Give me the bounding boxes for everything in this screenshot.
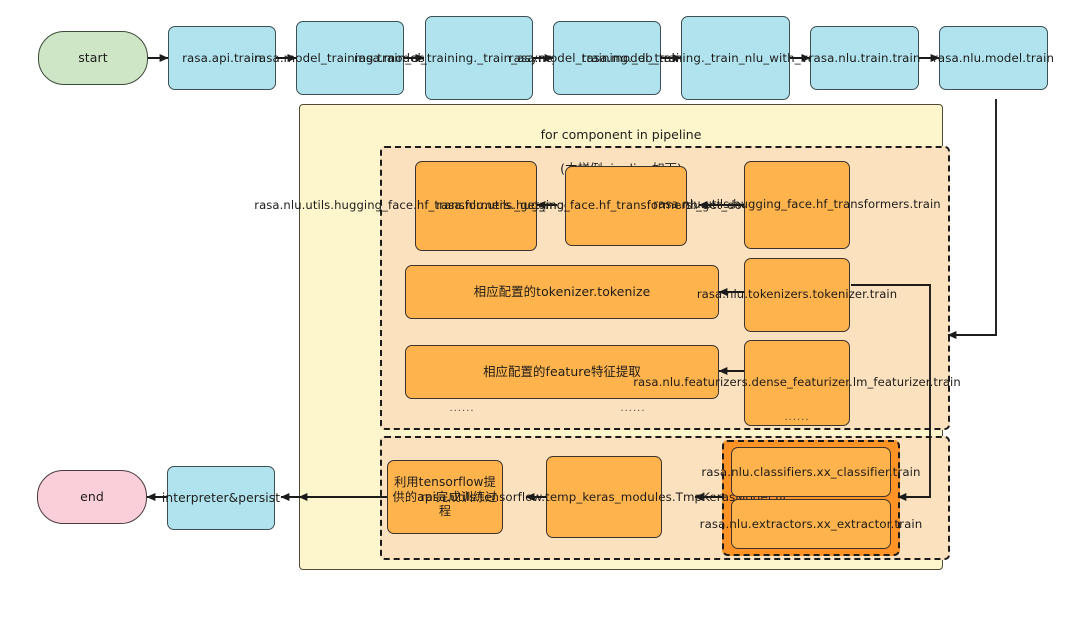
- ellipsis-2: ......: [620, 403, 646, 414]
- node-tokenizer-tokenize[interactable]: 相应配置的tokenizer.tokenize: [405, 265, 719, 319]
- node-start[interactable]: start: [38, 31, 148, 85]
- node-do-training[interactable]: rasa.model_training._do_training: [509, 21, 705, 95]
- ellipsis-1: ......: [449, 403, 475, 414]
- node-interpreter-persist[interactable]: interpreter&persist: [162, 466, 280, 530]
- node-rasa-api-train[interactable]: rasa.api.train: [168, 26, 276, 90]
- ellipsis-3: ......: [784, 412, 810, 423]
- node-train-nlu-with-validated-data[interactable]: rasa.model_training._train_nlu_with_vali…: [582, 16, 889, 100]
- node-end[interactable]: end: [37, 470, 147, 524]
- node-lm-featurizer-train[interactable]: rasa.nlu.featurizers.dense_featurizer.lm…: [633, 340, 961, 426]
- node-feature-extraction[interactable]: 相应配置的feature特征提取: [405, 345, 719, 399]
- node-tensorflow-api-training[interactable]: 利用tensorflow提供的api完成训练过程: [387, 460, 503, 534]
- node-tmp-keras-model-fit[interactable]: rasa.utils.tensorflow.temp_keras_modules…: [421, 456, 787, 538]
- node-classifiers-train[interactable]: rasa.nlu.classifiers.xx_classifier.train: [701, 447, 921, 497]
- node-tokenizers-tokenizer-train[interactable]: rasa.nlu.tokenizers.tokenizer.train: [697, 258, 897, 332]
- loop-label-line1: for component in pipeline: [540, 126, 702, 142]
- node-extractors-train[interactable]: rasa.nlu.extractors.xx_extractor.train: [700, 499, 922, 549]
- node-nlu-model-train[interactable]: rasa.nlu.model.train: [933, 26, 1054, 90]
- node-train-async[interactable]: rasa.model_training.train_async: [254, 21, 446, 95]
- node-hf-transformers-train[interactable]: rasa.nlu.utils.hugging_face.hf_transform…: [653, 161, 941, 249]
- node-nlu-train-train[interactable]: rasa.nlu.train.train: [809, 26, 920, 90]
